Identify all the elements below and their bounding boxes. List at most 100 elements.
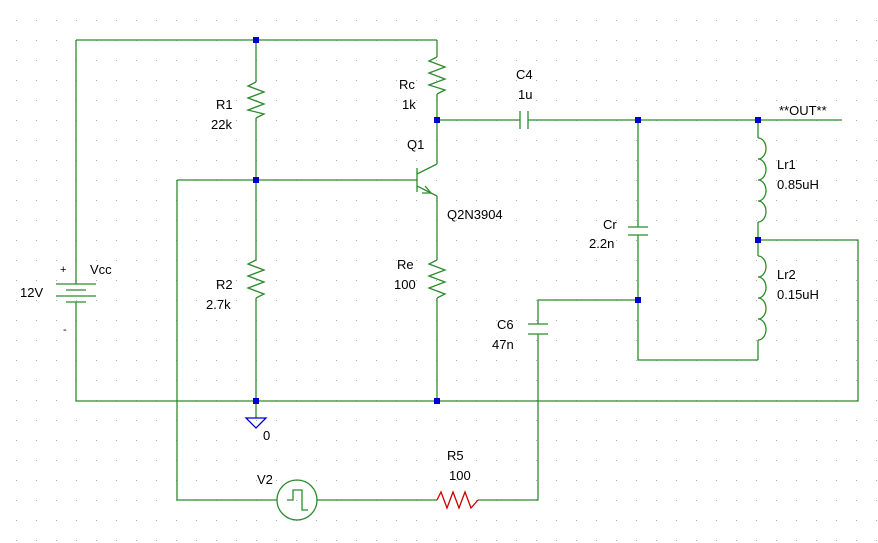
grid-dot: [836, 320, 837, 321]
grid-dot: [136, 480, 137, 481]
junction-node: [755, 237, 761, 243]
r1-value-label: 22k: [211, 117, 232, 132]
grid-dot: [56, 480, 57, 481]
grid-dot: [216, 160, 217, 161]
grid-dot: [16, 120, 17, 121]
battery-vcc[interactable]: [56, 283, 96, 304]
grid-dot: [696, 100, 697, 101]
inductor-lr1[interactable]: [757, 137, 767, 223]
resistor-r2[interactable]: [246, 259, 266, 299]
v2-name-label: V2: [257, 472, 273, 487]
source-v2[interactable]: [276, 479, 318, 521]
grid-dot: [576, 20, 577, 21]
grid-dot: [816, 220, 817, 221]
grid-dot: [576, 520, 577, 521]
grid-dot: [796, 140, 797, 141]
grid-dot: [396, 280, 397, 281]
wire-cr-bottom[interactable]: [637, 235, 758, 361]
grid-dot: [876, 220, 877, 221]
grid-dot: [456, 420, 457, 421]
ground-symbol[interactable]: [244, 417, 268, 429]
grid-dot: [16, 460, 17, 461]
grid-dot: [16, 340, 17, 341]
grid-dot: [616, 60, 617, 61]
grid-dot: [536, 520, 537, 521]
grid-dot: [816, 320, 817, 321]
capacitor-c6[interactable]: [528, 323, 548, 335]
wire-c6-top[interactable]: [537, 299, 638, 324]
grid-dot: [636, 420, 637, 421]
grid-dot: [116, 160, 117, 161]
resistor-r5[interactable]: [436, 490, 479, 510]
grid-dot: [876, 200, 877, 201]
grid-dot: [616, 540, 617, 541]
grid-dot: [116, 100, 117, 101]
grid-dot: [856, 140, 857, 141]
grid-dot: [56, 420, 57, 421]
grid-dot: [516, 140, 517, 141]
supply-name-label: Vcc: [90, 262, 112, 277]
grid-dot: [136, 220, 137, 221]
grid-dot: [636, 240, 637, 241]
grid-dot: [576, 440, 577, 441]
resistor-re[interactable]: [427, 259, 447, 299]
grid-dot: [416, 80, 417, 81]
grid-dot: [736, 200, 737, 201]
grid-dot: [816, 200, 817, 201]
grid-dot: [796, 280, 797, 281]
grid-dot: [396, 200, 397, 201]
grid-dot: [356, 120, 357, 121]
grid-dot: [196, 60, 197, 61]
capacitor-cr[interactable]: [628, 226, 648, 236]
grid-dot: [356, 540, 357, 541]
grid-dot: [416, 240, 417, 241]
grid-dot: [456, 360, 457, 361]
grid-dot: [336, 340, 337, 341]
resistor-r1[interactable]: [245, 81, 266, 119]
grid-dot: [616, 20, 617, 21]
grid-dot: [816, 440, 817, 441]
grid-dot: [436, 20, 437, 21]
grid-dot: [716, 80, 717, 81]
grid-dot: [656, 20, 657, 21]
grid-dot: [296, 340, 297, 341]
output-net-label: **OUT**: [779, 103, 827, 118]
grid-dot: [376, 460, 377, 461]
transistor-q1[interactable]: [416, 163, 438, 197]
grid-dot: [116, 260, 117, 261]
grid-dot: [796, 300, 797, 301]
inductor-lr2[interactable]: [757, 255, 767, 341]
grid-dot: [636, 440, 637, 441]
grid-dot: [56, 80, 57, 81]
grid-dot: [156, 280, 157, 281]
grid-dot: [196, 280, 197, 281]
grid-dot: [536, 40, 537, 41]
grid-dot: [276, 320, 277, 321]
grid-dot: [676, 280, 677, 281]
grid-dot: [856, 300, 857, 301]
capacitor-c4[interactable]: [519, 111, 529, 129]
grid-dot: [696, 480, 697, 481]
grid-dot: [616, 80, 617, 81]
grid-dot: [136, 140, 137, 141]
wire-source-loop[interactable]: [176, 180, 277, 501]
grid-dot: [876, 500, 877, 501]
grid-dot: [656, 80, 657, 81]
grid-dot: [516, 160, 517, 161]
wire-bottom-rail[interactable]: [75, 239, 859, 402]
grid-dot: [476, 380, 477, 381]
grid-dot: [456, 220, 457, 221]
wire-c6-bottom[interactable]: [478, 334, 539, 501]
grid-dot: [636, 20, 637, 21]
grid-dot: [296, 80, 297, 81]
grid-dot: [416, 60, 417, 61]
grid-dot: [816, 540, 817, 541]
grid-dot: [236, 160, 237, 161]
grid-dot: [876, 40, 877, 41]
grid-dot: [516, 380, 517, 381]
grid-dot: [616, 260, 617, 261]
resistor-rc[interactable]: [426, 56, 447, 95]
grid-dot: [516, 180, 517, 181]
